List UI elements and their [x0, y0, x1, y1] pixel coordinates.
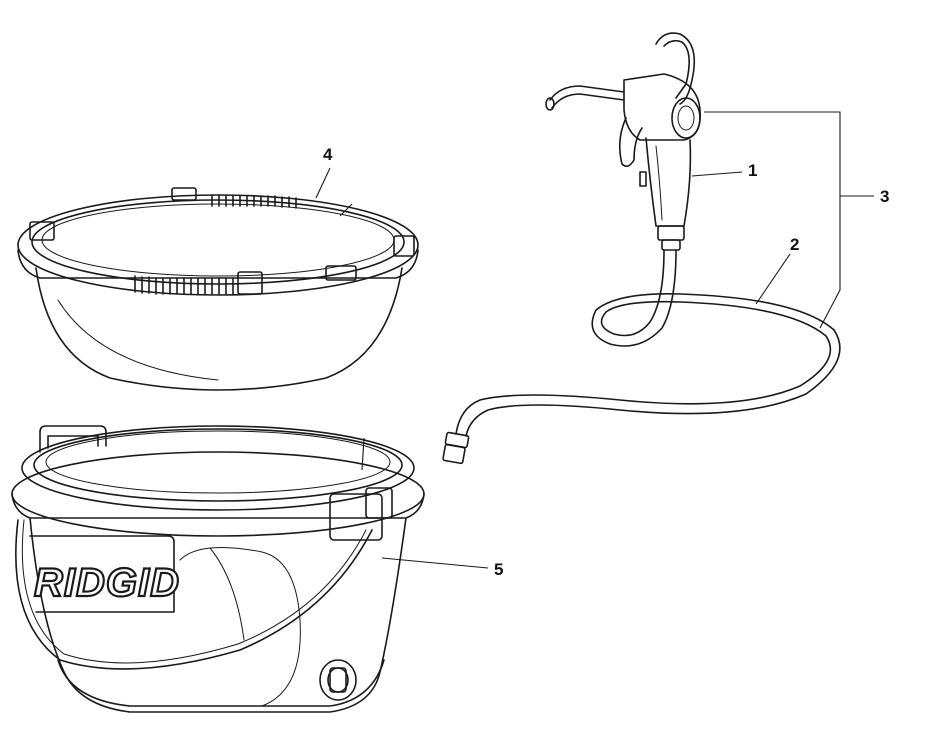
basin-grip-ribs-back — [211, 195, 297, 209]
callout-label-4: 4 — [323, 145, 333, 164]
leader-lines — [315, 111, 874, 569]
callout-label-3: 3 — [880, 187, 889, 206]
callout-label-2: 2 — [790, 235, 799, 254]
callout-label-5: 5 — [494, 560, 503, 579]
pump-dispenser-gun — [545, 32, 701, 251]
hose — [442, 249, 841, 465]
basin-grip-ribs-front — [134, 275, 234, 295]
upper-basin-tray — [17, 187, 419, 391]
ridgid-logo-text: RIDGID — [34, 561, 180, 605]
bucket-assembly: RIDGID — [11, 425, 425, 713]
drain-valve — [319, 659, 357, 701]
callout-label-1: 1 — [748, 161, 757, 180]
ridgid-logo: RIDGID — [29, 535, 180, 613]
